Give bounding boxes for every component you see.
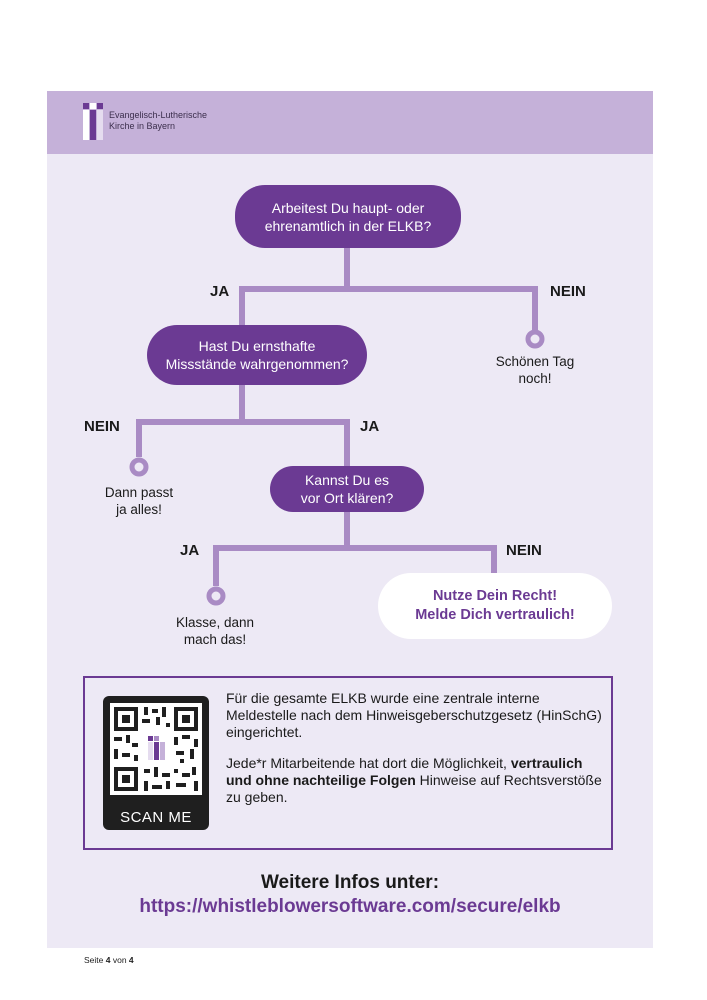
call-to-action: Nutze Dein Recht! Melde Dich vertraulich…: [378, 573, 612, 639]
call-to-action-line2: Melde Dich vertraulich!: [415, 607, 575, 623]
question-2-line1: Hast Du ernsthafte: [198, 338, 316, 354]
org-name-line1: Evangelisch-Lutherische: [109, 110, 208, 120]
info-paragraph-2: Jede*r Mitarbeitende hat dort die Möglic…: [226, 755, 606, 806]
q2-no-outcome-line2: ja alles!: [116, 502, 162, 517]
org-name-line2: Kirche in Bayern: [109, 121, 176, 131]
info-text: Für die gesamte ELKB wurde eine zentrale…: [226, 690, 606, 820]
q1-no-label: NEIN: [550, 283, 586, 300]
question-2: Hast Du ernsthafte Missstände wahrgenomm…: [147, 325, 367, 385]
question-3: Kannst Du es vor Ort klären?: [270, 466, 424, 512]
question-1: Arbeitest Du haupt- oder ehrenamtlich in…: [235, 185, 461, 248]
more-info-link[interactable]: https://whistleblowersoftware.com/secure…: [139, 896, 561, 917]
info-paragraph-1: Für die gesamte ELKB wurde eine zentrale…: [226, 690, 602, 740]
footer-page-total: 4: [128, 955, 134, 965]
flowchart-connectors: [129, 245, 545, 606]
q3-no-label: NEIN: [506, 542, 542, 559]
q2-no-outcome: Dann passt ja alles!: [89, 484, 189, 518]
q2-no-outcome-line1: Dann passt: [104, 485, 174, 500]
info-paragraph-2-end: Hinweise auf Rechtsverstöße zu geben.: [226, 772, 602, 805]
page-footer: Seite 4 von 4: [84, 955, 134, 965]
info-paragraph-2-start: Jede*r Mitarbeitende hat dort die Möglic…: [226, 755, 511, 771]
question-3-line2: vor Ort klären?: [300, 490, 394, 506]
footer-prefix: Seite: [84, 955, 106, 965]
org-name: Evangelisch-Lutherische Kirche in Bayern: [109, 110, 207, 132]
call-to-action-line1: Nutze Dein Recht!: [432, 588, 558, 604]
q3-yes-label: JA: [180, 542, 200, 559]
info-box: SCAN ME Für die gesamte ELKB wurde eine …: [83, 676, 613, 850]
footer-middle: von: [110, 955, 129, 965]
flowchart: Arbeitest Du haupt- oder ehrenamtlich in…: [47, 154, 653, 684]
qr-code-icon: [110, 703, 202, 795]
poster: Evangelisch-Lutherische Kirche in Bayern: [47, 91, 653, 948]
q3-yes-outcome-line1: Klasse, dann: [175, 615, 255, 630]
footer-page-number: 4: [105, 955, 111, 965]
header-band: Evangelisch-Lutherische Kirche in Bayern: [47, 91, 653, 154]
q1-yes-label: JA: [210, 283, 230, 300]
q1-no-outcome-line2: noch!: [518, 371, 552, 386]
q1-no-outcome: Schönen Tag noch!: [485, 353, 585, 387]
info-paragraph-2-bold: vertraulich und ohne nachteilige Folgen: [226, 755, 583, 788]
question-3-line1: Kannst Du es: [304, 472, 390, 488]
question-2-line2: Missstände wahrgenommen?: [165, 356, 349, 372]
q1-no-outcome-line1: Schönen Tag: [495, 354, 575, 369]
qr-code[interactable]: SCAN ME: [103, 696, 209, 830]
q3-yes-outcome: Klasse, dann mach das!: [165, 614, 265, 648]
question-1-line1: Arbeitest Du haupt- oder: [271, 199, 425, 216]
scan-me-label: SCAN ME: [120, 809, 192, 826]
q2-no-label: NEIN: [84, 418, 120, 435]
question-1-line2: ehrenamtlich in der ELKB?: [264, 217, 432, 234]
more-info-heading: Weitere Infos unter:: [260, 872, 440, 893]
elkb-logo-icon: [83, 103, 103, 140]
q3-yes-outcome-line2: mach das!: [183, 632, 247, 647]
q2-yes-label: JA: [360, 418, 380, 435]
